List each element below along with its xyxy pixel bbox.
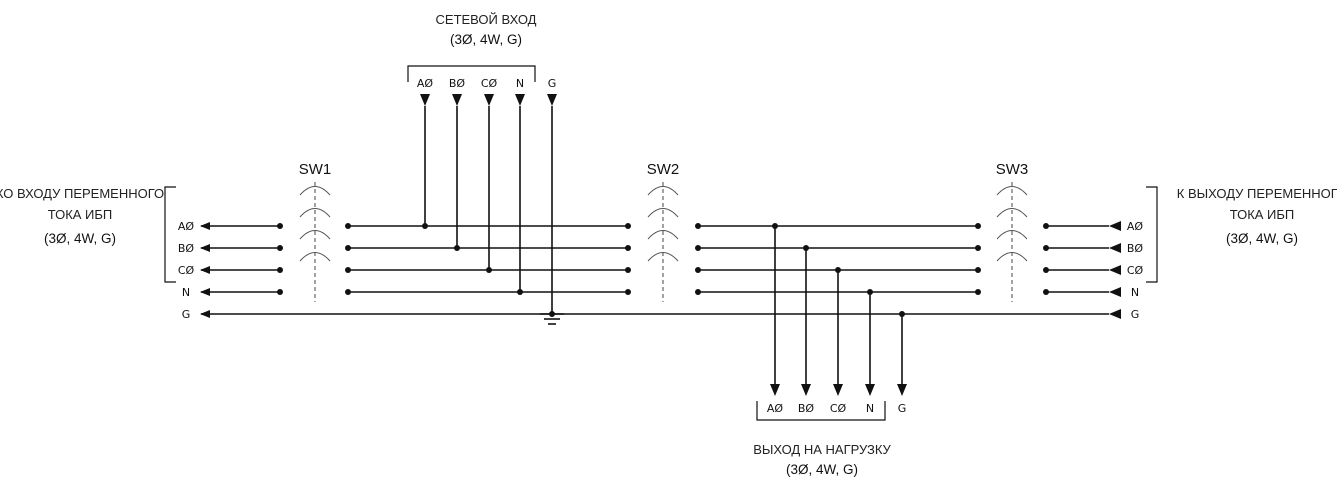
- left-bracket: [164, 186, 176, 283]
- switch-sw1: SW1: [277, 161, 351, 302]
- left-title-line1: КО ВХОДУ ПЕРЕМЕННОГО: [0, 186, 164, 201]
- arrow-down-icon: [420, 94, 430, 106]
- right-terminals: AØ BØ CØ N G: [1127, 220, 1144, 321]
- switch-sw2-label: SW2: [647, 161, 680, 178]
- top-input-drops: [424, 106, 553, 314]
- right-terminal-n: N: [1131, 286, 1139, 299]
- left-spec: (3Ø, 4W, G): [44, 231, 116, 246]
- right-input-arrows: [1109, 221, 1121, 319]
- top-input-bracket: [407, 65, 536, 82]
- right-terminal-g: G: [1131, 308, 1140, 321]
- left-terminals: AØ BØ CØ N G: [178, 220, 195, 321]
- switch-sw2: SW2: [625, 161, 701, 302]
- bottom-output-bracket: [756, 401, 886, 421]
- right-title-line2: ТОКА ИБП: [1230, 207, 1295, 222]
- top-terminal-n: N: [516, 77, 524, 90]
- arrow-down-icon: [484, 94, 494, 106]
- arrow-down-icon: [897, 384, 907, 396]
- bottom-output-drops: [774, 226, 903, 384]
- left-terminal-g: G: [182, 308, 191, 321]
- top-terminal-a: AØ: [417, 77, 434, 90]
- switch-sw3-label: SW3: [996, 161, 1029, 178]
- arrow-down-icon: [770, 384, 780, 396]
- right-spec: (3Ø, 4W, G): [1226, 231, 1298, 246]
- right-terminal-b: BØ: [1127, 242, 1144, 255]
- right-title-line1: К ВЫХОДУ ПЕРЕМЕННОГО: [1177, 186, 1337, 201]
- right-terminal-a: AØ: [1127, 220, 1144, 233]
- arrow-down-icon: [801, 384, 811, 396]
- bottom-output-arrows: [770, 384, 907, 396]
- top-terminal-c: CØ: [481, 77, 498, 90]
- left-terminal-n: N: [182, 286, 190, 299]
- switch-sw3: SW3: [975, 161, 1049, 302]
- left-terminal-b: BØ: [178, 242, 195, 255]
- switch-sw1-label: SW1: [299, 161, 332, 178]
- bottom-terminal-n: N: [866, 402, 874, 415]
- bus-wires: [200, 222, 1109, 318]
- top-input-terminals: AØ BØ CØ N G: [417, 77, 556, 90]
- arrow-down-icon: [515, 94, 525, 106]
- arrow-down-icon: [833, 384, 843, 396]
- top-input-arrows: [420, 94, 557, 106]
- top-input-title: СЕТЕВОЙ ВХОД: [436, 12, 537, 27]
- bottom-terminal-g: G: [898, 402, 907, 415]
- right-bracket: [1146, 186, 1158, 283]
- bottom-output-spec: (3Ø, 4W, G): [786, 462, 858, 477]
- bottom-terminal-a: AØ: [767, 402, 784, 415]
- bottom-terminal-c: CØ: [830, 402, 847, 415]
- left-terminal-c: CØ: [178, 264, 195, 277]
- arrow-left-icon: [1109, 265, 1121, 275]
- arrow-left-icon: [1109, 221, 1121, 231]
- arrow-left-icon: [1109, 287, 1121, 297]
- right-terminal-c: CØ: [1127, 264, 1144, 277]
- arrow-left-icon: [1109, 243, 1121, 253]
- left-title-line2: ТОКА ИБП: [48, 207, 113, 222]
- bottom-output-title: ВЫХОД НА НАГРУЗКУ: [753, 442, 891, 457]
- arrow-down-icon: [452, 94, 462, 106]
- left-terminal-a: AØ: [178, 220, 195, 233]
- bottom-output-terminals: AØ BØ CØ N G: [767, 402, 906, 415]
- top-terminal-b: BØ: [449, 77, 466, 90]
- top-terminal-g: G: [548, 77, 557, 90]
- arrow-left-icon: [1109, 309, 1121, 319]
- junction-dots: [422, 223, 905, 317]
- arrow-down-icon: [547, 94, 557, 106]
- top-input-spec: (3Ø, 4W, G): [450, 32, 522, 47]
- bottom-terminal-b: BØ: [798, 402, 815, 415]
- arrow-down-icon: [865, 384, 875, 396]
